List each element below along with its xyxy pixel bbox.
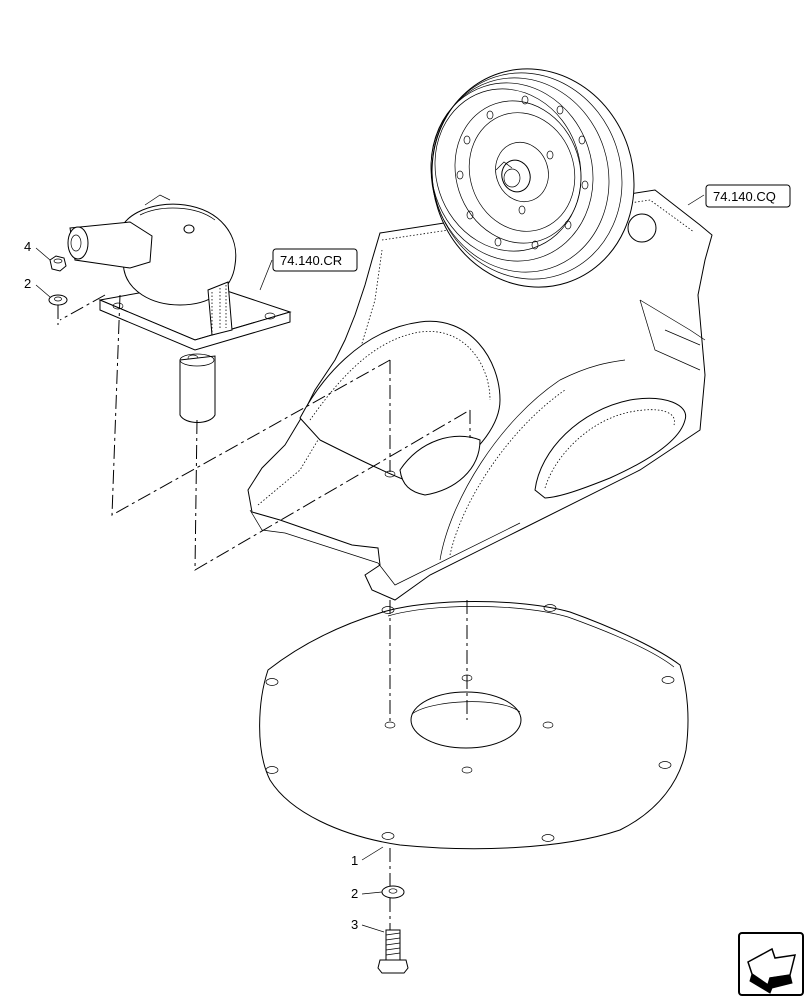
nut-item-4 (49, 255, 67, 272)
callout-2-bottom: 2 (351, 886, 358, 901)
pulley-bolt-circle (456, 95, 589, 250)
washer-item-2-bottom (381, 885, 405, 899)
washer-item-2-top (48, 294, 68, 306)
callout-2-top: 2 (24, 276, 31, 291)
pulley (430, 68, 635, 288)
callout-4: 4 (24, 239, 31, 254)
assembly-centerlines (57, 294, 471, 935)
bolt-item-3 (377, 929, 409, 974)
reference-label-pulley: 74.140.CQ (713, 189, 776, 204)
callout-leaders (35, 194, 705, 933)
callout-3: 3 (351, 917, 358, 932)
support-frame (247, 189, 713, 601)
next-page-arrow-icon[interactable] (738, 932, 804, 996)
mounting-plate (259, 601, 689, 850)
reference-label-gearbox: 74.140.CR (280, 253, 342, 268)
gearbox (67, 194, 292, 423)
reference-box-pulley[interactable]: 74.140.CQ (705, 184, 791, 208)
reference-box-gearbox[interactable]: 74.140.CR (272, 248, 358, 272)
callout-1: 1 (351, 853, 358, 868)
